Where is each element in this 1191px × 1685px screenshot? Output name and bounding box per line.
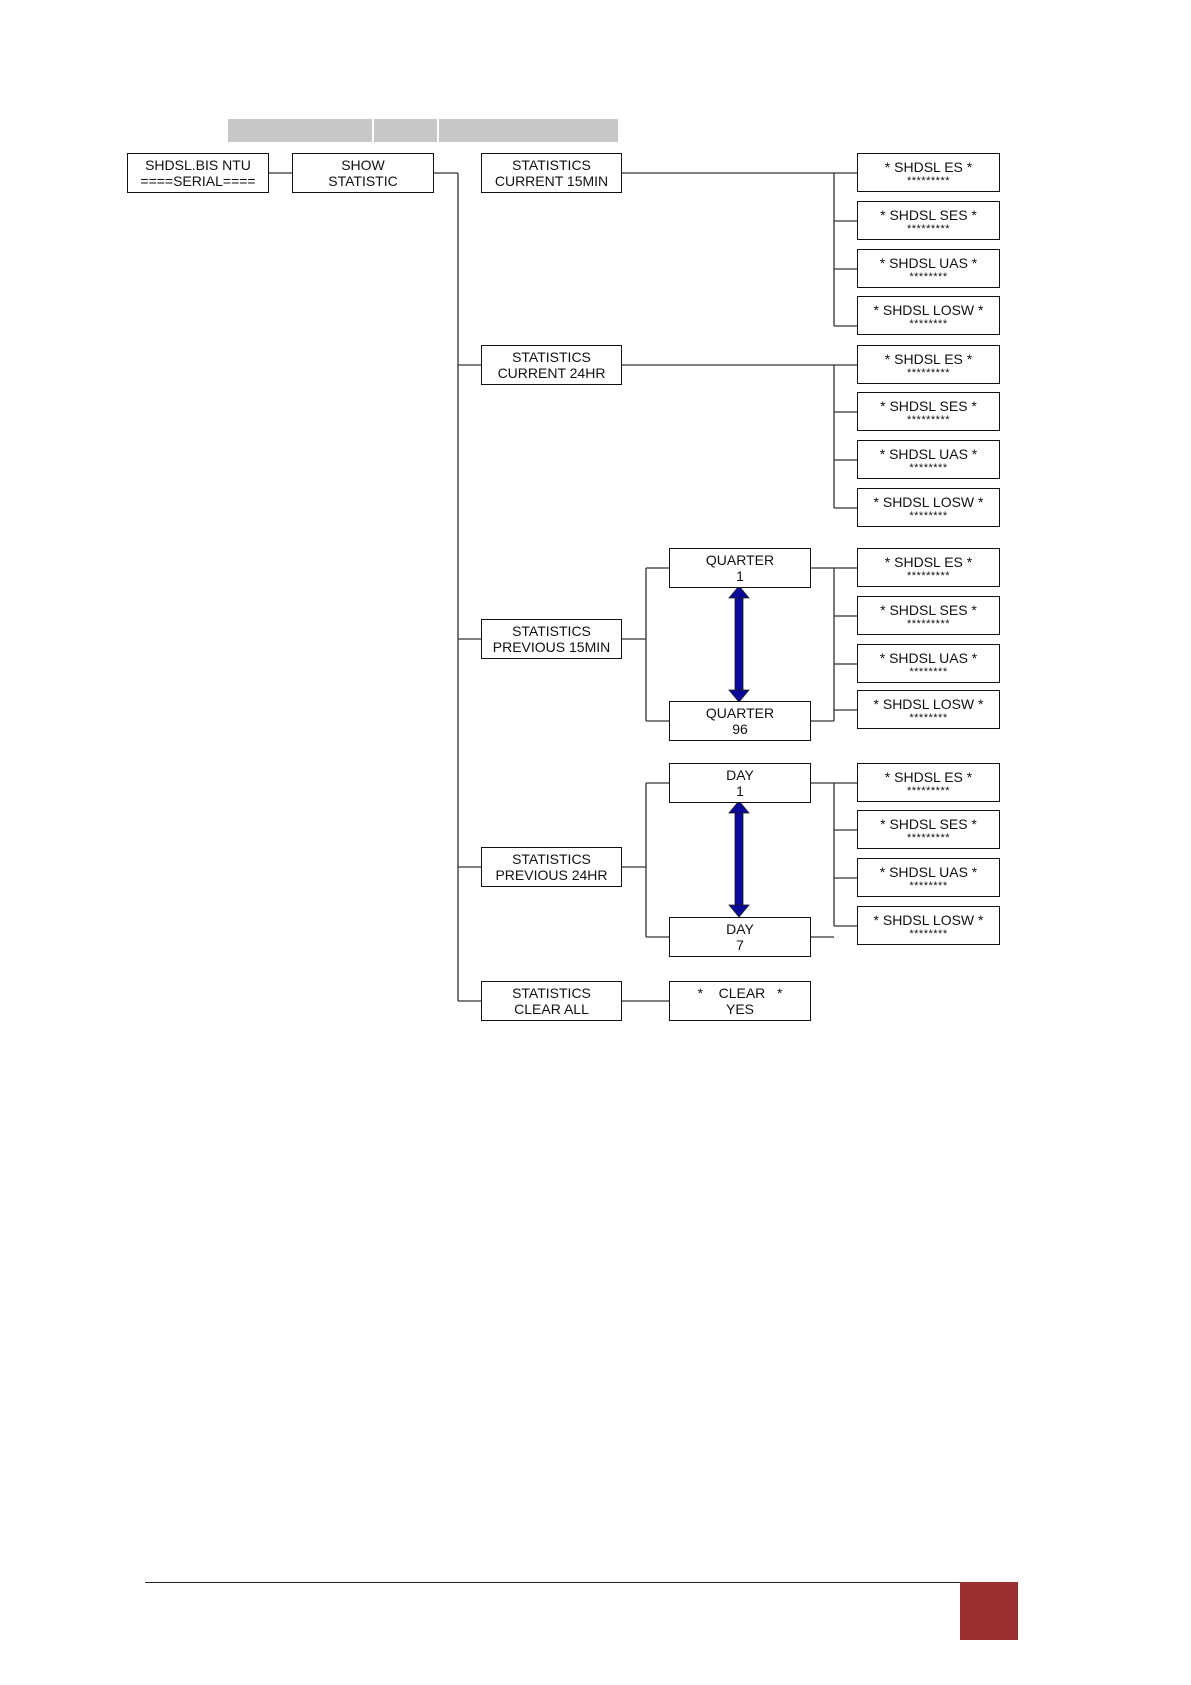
- counter-label: * SHDSL SES *: [880, 206, 977, 223]
- counter-value: ********: [909, 509, 948, 522]
- counter-ses-box: * SHDSL SES * *********: [857, 810, 1000, 849]
- counter-es-box: * SHDSL ES * *********: [857, 345, 1000, 384]
- root-node-box: SHDSL.BIS NTU ====SERIAL====: [127, 153, 269, 193]
- counter-ses-box: * SHDSL SES * *********: [857, 392, 1000, 431]
- counter-label: * SHDSL ES *: [884, 768, 973, 785]
- menu-line-2: CURRENT 24HR: [497, 365, 606, 381]
- counter-uas-box: * SHDSL UAS * ********: [857, 644, 1000, 683]
- clear-line-1: * CLEAR *: [697, 985, 783, 1001]
- counter-value: *********: [906, 222, 951, 235]
- clear-yes-box: * CLEAR * YES: [669, 981, 811, 1021]
- selector-line-1: QUARTER: [705, 552, 775, 568]
- selector-line-1: DAY: [726, 921, 754, 937]
- counter-label: * SHDSL UAS *: [879, 863, 978, 880]
- counter-value: *********: [906, 174, 951, 187]
- menu-previous-15min: STATISTICS PREVIOUS 15MIN: [481, 619, 622, 659]
- menu-clear-all: STATISTICS CLEAR ALL: [481, 981, 622, 1021]
- counter-label: * SHDSL LOSW *: [873, 301, 984, 318]
- clear-line-2: YES: [725, 1001, 754, 1017]
- menu-line-1: STATISTICS: [512, 157, 591, 173]
- counter-ses-box: * SHDSL SES * *********: [857, 596, 1000, 635]
- day-7-box: DAY 7: [669, 917, 811, 957]
- selector-line-2: 1: [736, 568, 744, 584]
- counter-value: ********: [909, 461, 948, 474]
- counter-uas-box: * SHDSL UAS * ********: [857, 249, 1000, 288]
- menu-line-2: PREVIOUS 15MIN: [492, 639, 611, 655]
- day-range-arrow: [728, 800, 750, 918]
- menu-line-2: CLEAR ALL: [514, 1001, 589, 1017]
- menu-line-1: STATISTICS: [512, 985, 591, 1001]
- counter-es-box: * SHDSL ES * *********: [857, 153, 1000, 192]
- root-line-2: ====SERIAL====: [140, 173, 256, 189]
- selector-line-1: QUARTER: [705, 705, 775, 721]
- counter-label: * SHDSL ES *: [884, 553, 973, 570]
- footer-rule: [145, 1582, 960, 1583]
- counter-losw-box: * SHDSL LOSW * ********: [857, 906, 1000, 945]
- menu-previous-24hr: STATISTICS PREVIOUS 24HR: [481, 847, 622, 887]
- selector-line-1: DAY: [726, 767, 754, 783]
- counter-uas-box: * SHDSL UAS * ********: [857, 440, 1000, 479]
- counter-value: *********: [906, 413, 951, 426]
- menu-line-2: CURRENT 15MIN: [494, 173, 609, 189]
- counter-value: ********: [909, 317, 948, 330]
- counter-label: * SHDSL LOSW *: [873, 695, 984, 712]
- counter-es-box: * SHDSL ES * *********: [857, 763, 1000, 802]
- counter-label: * SHDSL UAS *: [879, 254, 978, 271]
- selector-line-2: 7: [736, 937, 744, 953]
- counter-label: * SHDSL ES *: [884, 158, 973, 175]
- counter-losw-box: * SHDSL LOSW * ********: [857, 690, 1000, 729]
- menu-line-1: STATISTICS: [512, 349, 591, 365]
- menu-line-1: STATISTICS: [512, 623, 591, 639]
- root-line-1: SHDSL.BIS NTU: [145, 157, 251, 173]
- day-1-box: DAY 1: [669, 763, 811, 803]
- menu-current-15min: STATISTICS CURRENT 15MIN: [481, 153, 622, 193]
- menu-current-24hr: STATISTICS CURRENT 24HR: [481, 345, 622, 385]
- counter-uas-box: * SHDSL UAS * ********: [857, 858, 1000, 897]
- counter-value: ********: [909, 270, 948, 283]
- counter-label: * SHDSL LOSW *: [873, 493, 984, 510]
- quarter-1-box: QUARTER 1: [669, 548, 811, 588]
- menu-line-2: PREVIOUS 24HR: [495, 867, 608, 883]
- counter-label: * SHDSL UAS *: [879, 649, 978, 666]
- counter-ses-box: * SHDSL SES * *********: [857, 201, 1000, 240]
- counter-label: * SHDSL LOSW *: [873, 911, 984, 928]
- counter-losw-box: * SHDSL LOSW * ********: [857, 296, 1000, 335]
- counter-value: ********: [909, 879, 948, 892]
- show-line-1: SHOW: [341, 157, 385, 173]
- selector-line-2: 1: [736, 783, 744, 799]
- counter-value: *********: [906, 366, 951, 379]
- quarter-96-box: QUARTER 96: [669, 701, 811, 741]
- page-number-badge: [960, 1582, 1018, 1640]
- show-statistic-box: SHOW STATISTIC: [292, 153, 434, 193]
- counter-value: *********: [906, 617, 951, 630]
- menu-line-1: STATISTICS: [512, 851, 591, 867]
- selector-line-2: 96: [732, 721, 748, 737]
- counter-label: * SHDSL SES *: [880, 815, 977, 832]
- counter-label: * SHDSL UAS *: [879, 445, 978, 462]
- counter-losw-box: * SHDSL LOSW * ********: [857, 488, 1000, 527]
- counter-value: *********: [906, 784, 951, 797]
- counter-value: ********: [909, 927, 948, 940]
- show-line-2: STATISTIC: [328, 173, 398, 189]
- counter-value: ********: [909, 665, 948, 678]
- header-bar-segment-2: [374, 119, 437, 142]
- counter-value: *********: [906, 569, 951, 582]
- counter-label: * SHDSL ES *: [884, 350, 973, 367]
- counter-value: *********: [906, 831, 951, 844]
- counter-es-box: * SHDSL ES * *********: [857, 548, 1000, 587]
- counter-value: ********: [909, 711, 948, 724]
- header-bar-segment-3: [439, 119, 618, 142]
- counter-label: * SHDSL SES *: [880, 601, 977, 618]
- header-bar-segment-1: [228, 119, 372, 142]
- quarter-range-arrow: [728, 585, 750, 703]
- counter-label: * SHDSL SES *: [880, 397, 977, 414]
